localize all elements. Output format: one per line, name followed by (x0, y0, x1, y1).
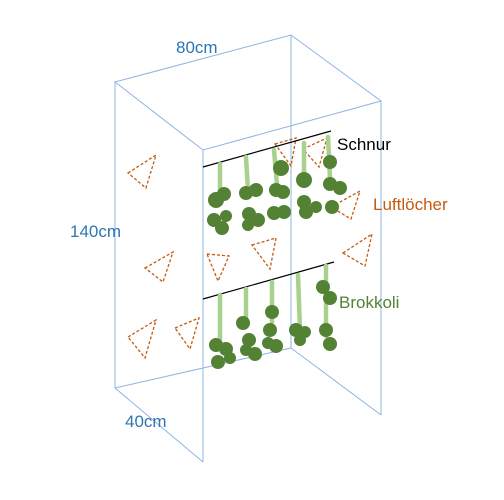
broccoli-floret (224, 352, 236, 364)
broccoli-floret (323, 337, 337, 351)
broccoli-floret (325, 200, 339, 214)
broccoli-stem (295, 272, 303, 333)
air-hole-icon (341, 232, 373, 268)
box-wireframe (113, 34, 383, 463)
broccoli-floret (323, 155, 337, 169)
broccoli-floret (294, 334, 306, 346)
broccoli-floret (277, 205, 291, 219)
broccoli-floret (242, 219, 254, 231)
air-hole-icon (173, 316, 201, 351)
air-hole-icon (205, 253, 230, 283)
upper-rack (202, 130, 347, 235)
width-dimension-label: 80cm (176, 38, 218, 57)
broccoli-floret (215, 221, 229, 235)
broccoli-floret (236, 316, 250, 330)
broccoli-floret (217, 187, 231, 201)
air-holes (126, 136, 373, 360)
broccoli-floret (323, 291, 337, 305)
florets-lower (209, 280, 337, 369)
air-hole-icon (301, 136, 328, 169)
broccoli-floret (273, 160, 289, 176)
string-label: Schnur (337, 135, 391, 154)
broccoli-floret (310, 201, 322, 213)
air-hole-icon (143, 250, 175, 284)
broccoli-floret (211, 355, 225, 369)
air-hole-icon (127, 318, 158, 360)
broccoli-floret (299, 205, 313, 219)
height-dimension-label: 140cm (70, 222, 122, 241)
air-hole-icon (126, 153, 158, 190)
broccoli-floret (263, 323, 277, 337)
broccoli-floret (333, 181, 347, 195)
string-line-lower (202, 261, 335, 300)
box-bottom-left-edge (114, 387, 204, 463)
string-line-upper (202, 130, 332, 168)
florets-upper (207, 155, 347, 235)
broccoli-floret (262, 337, 274, 349)
broccoli-floret (316, 280, 330, 294)
broccoli-floret (296, 172, 312, 188)
broccoli-floret (240, 344, 252, 356)
air-holes-label: Luftlöcher (373, 195, 448, 214)
box-bottom-right-edge (290, 347, 382, 416)
box-back-top-edge (113, 34, 383, 151)
broccoli-floret (265, 305, 279, 319)
broccoli-floret (251, 213, 265, 227)
lower-rack (202, 261, 337, 369)
air-hole-icon (329, 189, 362, 220)
broccoli-floret (249, 183, 263, 197)
depth-dimension-label: 40cm (125, 412, 167, 431)
broccoli-floret (319, 323, 333, 337)
broccoli-floret (276, 185, 290, 199)
air-hole-icon (273, 137, 297, 168)
air-hole-icon (250, 237, 277, 271)
broccoli-stem (243, 154, 251, 193)
broccoli-floret (220, 210, 232, 222)
broccoli-floret (242, 333, 256, 347)
broccoli-label: Brokkoli (339, 293, 400, 312)
